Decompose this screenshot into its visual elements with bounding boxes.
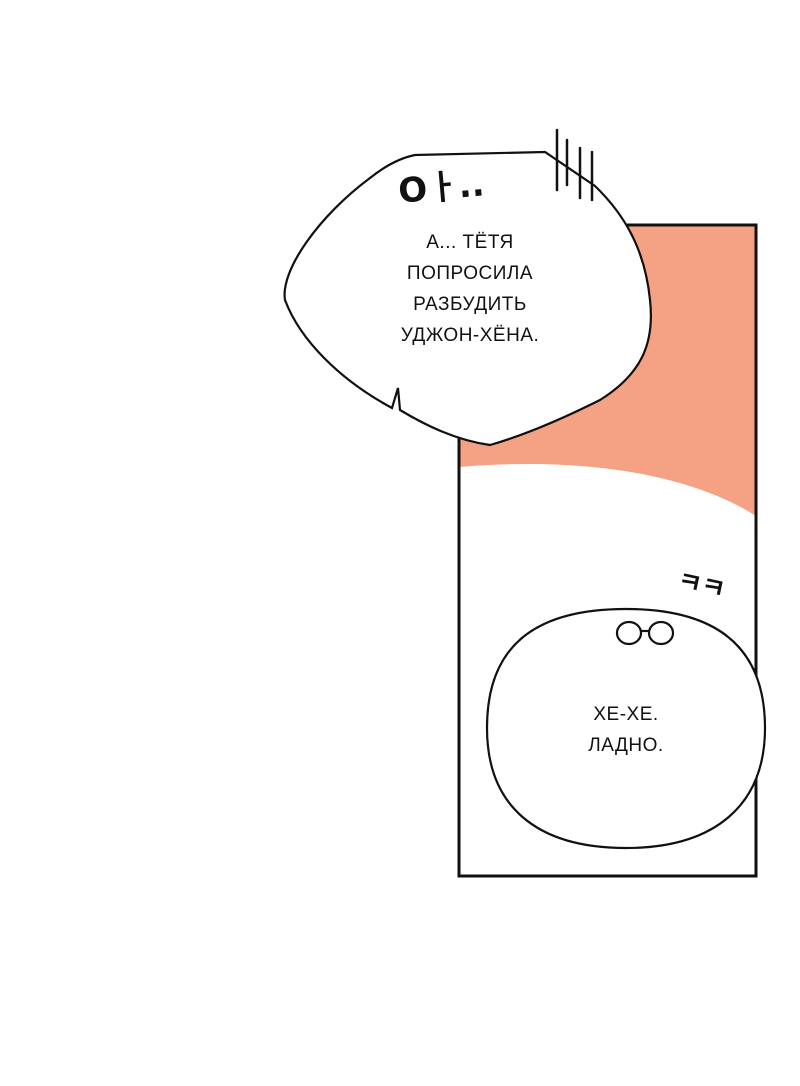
speech-bubble-top (283, 150, 652, 447)
glasses-icon (615, 620, 675, 646)
bubble-top-line: А... ТЁТЯ (426, 232, 514, 253)
bubble-top-line: ПОПРОСИЛА (406, 263, 534, 284)
shock-lines-icon (555, 128, 594, 202)
speech-bubble-bottom (485, 607, 767, 850)
bubble-bottom-line: ЛАДНО. (588, 735, 664, 756)
bubble-top-line: РАЗБУДИТЬ (413, 294, 527, 315)
bubble-top-text: А... ТЁТЯ ПОПРОСИЛА РАЗБУДИТЬ УДЖОН-ХЁНА… (370, 227, 570, 351)
bubble-bottom-text: ХЕ-ХЕ. ЛАДНО. (546, 699, 706, 761)
sfx-gasp: Oㅏ.. (396, 164, 486, 212)
bubble-bottom-line: ХЕ-ХЕ. (593, 704, 659, 725)
bubble-top-line: УДЖОН-ХЁНА. (400, 325, 540, 346)
